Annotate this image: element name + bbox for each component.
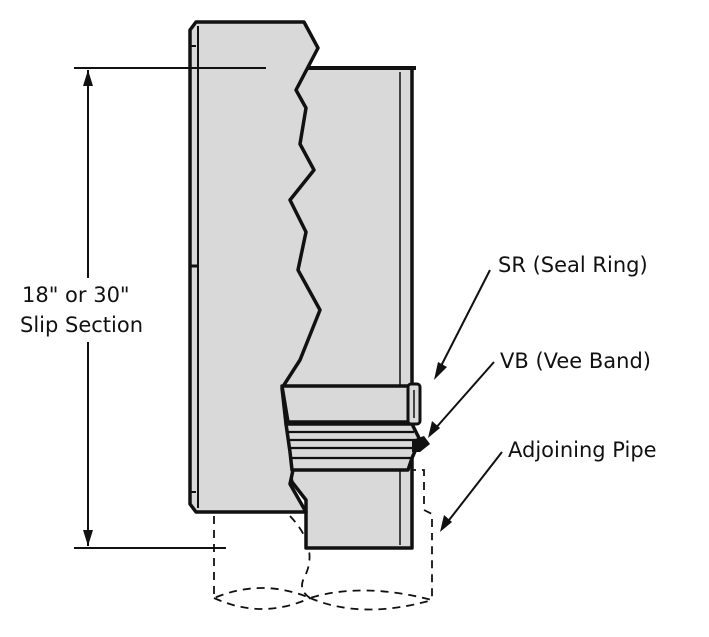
seal-ring-label: SR (Seal Ring) <box>498 253 648 277</box>
slip-sleeve <box>188 20 322 514</box>
dimension-label-length: 18" or 30" <box>22 283 130 307</box>
adjoining-pipe-label: Adjoining Pipe <box>508 438 657 462</box>
vee-band-label: VB (Vee Band) <box>500 349 651 373</box>
coupling-collar <box>280 384 422 472</box>
leader-arrows <box>428 269 503 532</box>
dimension-lines <box>74 67 266 549</box>
seal-ring <box>406 382 422 426</box>
vee-band <box>412 436 430 452</box>
dimension-label-name: Slip Section <box>20 313 143 337</box>
adjoining-pipe-outline <box>213 469 433 611</box>
